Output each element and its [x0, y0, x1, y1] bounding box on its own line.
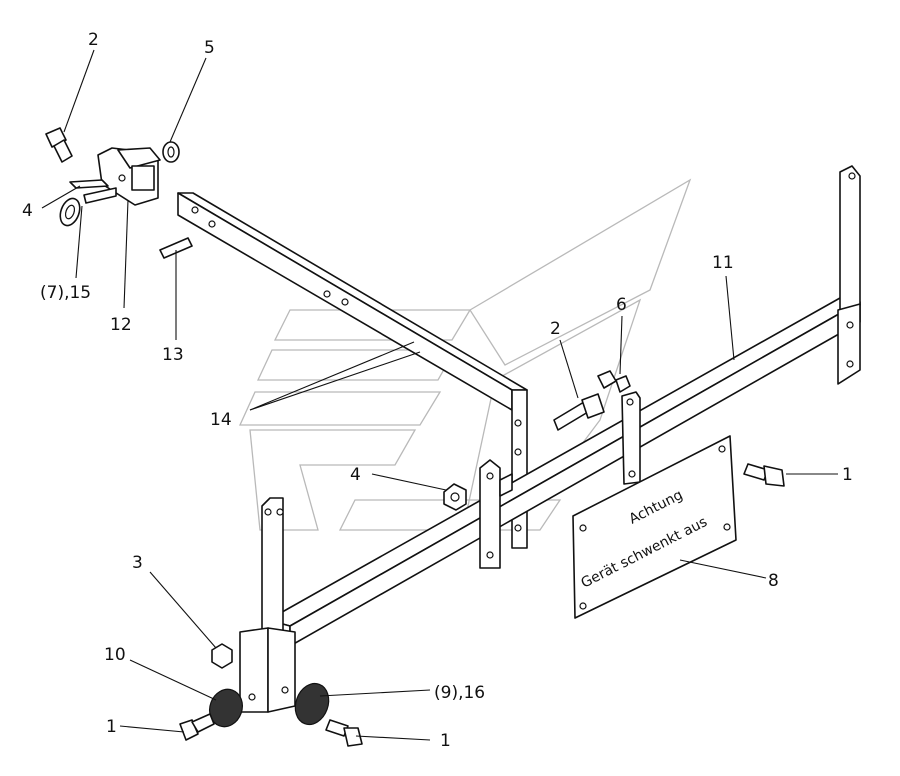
pin — [159, 237, 193, 259]
label-2-top: 2 — [88, 30, 99, 50]
label-3: 3 — [132, 553, 143, 573]
hinge-bracket — [69, 147, 161, 206]
label-1-bottom-right: 1 — [440, 731, 451, 751]
nut-left — [211, 643, 233, 669]
bolt-middle — [553, 393, 605, 431]
label-10: 10 — [104, 645, 126, 665]
label-8: 8 — [768, 571, 779, 591]
label-12: 12 — [110, 315, 132, 335]
reflector-right — [294, 682, 330, 726]
label-4-left: 4 — [22, 201, 33, 221]
label-1-bottom-left: 1 — [106, 717, 117, 737]
bolt-right — [743, 463, 785, 487]
label-13: 13 — [162, 345, 184, 365]
bolt-top — [45, 127, 73, 163]
nut-top — [597, 370, 631, 393]
mid-clamp-bracket — [479, 459, 513, 569]
bolt-bottom-left — [179, 713, 215, 741]
label-14: 14 — [210, 410, 232, 430]
washer-top — [162, 141, 180, 163]
label-6: 6 — [616, 295, 627, 315]
bolt-bottom-right — [325, 719, 363, 747]
left-post — [239, 497, 296, 713]
right-post — [837, 165, 861, 385]
label-9-16: (9),16 — [434, 683, 485, 703]
leader-lines — [41, 49, 838, 741]
label-5: 5 — [204, 38, 215, 58]
label-2-mid: 2 — [550, 319, 561, 339]
diagonal-arm — [177, 192, 528, 549]
oval-washer — [59, 197, 81, 227]
strap — [621, 391, 641, 485]
nut-middle — [443, 483, 467, 511]
label-7-15: (7),15 — [40, 283, 91, 303]
reflector-left — [209, 688, 243, 728]
label-1-right: 1 — [842, 465, 853, 485]
label-4-mid: 4 — [350, 465, 361, 485]
label-11: 11 — [712, 253, 734, 273]
